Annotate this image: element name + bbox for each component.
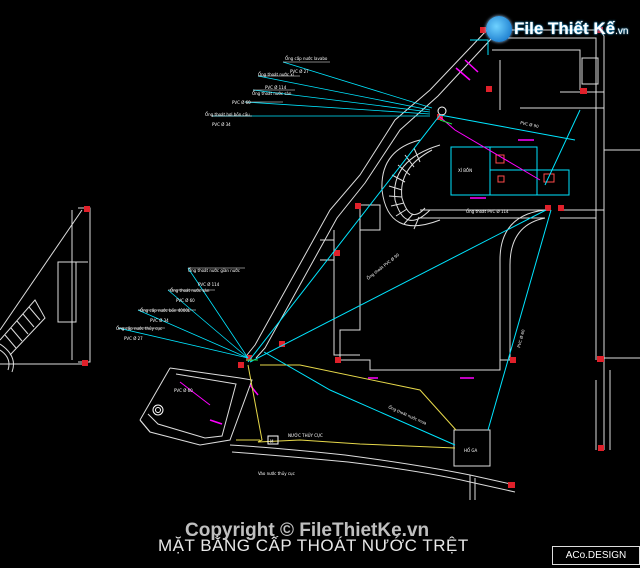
label-diag-1: Ống thoát PVC Ø 90 (366, 252, 401, 281)
label-diag-3: Ống thoát nước mưa (388, 404, 428, 426)
label-top-3: PVC Ø 114 (265, 85, 287, 90)
label-left-2: Ống thoát nước sàn (170, 288, 210, 293)
title-block: ACo.DESIGN (552, 546, 640, 565)
label-left-1: PVC Ø 114 (198, 282, 220, 287)
label-diag-4: PVC Ø 90 (520, 120, 540, 129)
copyright-watermark: Copyright © FileThietKe.vn (185, 520, 430, 541)
label-top-0: Ống cấp nước lavabo (285, 56, 328, 61)
label-left-3: PVC Ø 60 (176, 298, 195, 303)
logo-text-main: File Thiết Kế (514, 19, 616, 38)
label-water-meter: NƯỚC THỦY CỤC (288, 433, 323, 438)
logo-icon (486, 16, 512, 42)
label-left-6: Ống cấp nước thủy cục (116, 326, 162, 331)
structural-columns (82, 27, 604, 488)
label-top-1: PVC Ø 27 (290, 69, 309, 74)
label-top-6: Ống thoát hơi bồn cầu (205, 112, 250, 117)
room-label-wc: XÍ BỒN (458, 168, 472, 173)
label-diag-2: PVC Ø 60 (516, 328, 526, 348)
room-label-septic: HỐ GA (464, 448, 478, 453)
label-top-2: Ống thoát nước xí (258, 72, 295, 77)
building-walls (0, 29, 640, 500)
pipe-annotations-diagonal: Ống thoát PVC Ø 114 Ống thoát PVC Ø 90 P… (366, 120, 540, 426)
label-diag-0: Ống thoát PVC Ø 114 (466, 209, 509, 214)
water-meter-box (267, 435, 279, 445)
label-street-supply: Vào nước thủy cục (258, 471, 295, 476)
meter-box-label: M (270, 439, 274, 444)
label-left-5: PVC Ø 34 (150, 318, 169, 323)
label-left-0: Ống thoát nước giàn nước (188, 268, 240, 273)
pipe-annotations-top: Ống cấp nước lavabo PVC Ø 27 Ống thoát n… (205, 56, 328, 127)
label-left-4: Ống cấp nước bồn 4000L (140, 308, 191, 313)
label-tank-pvc: PVC Ø 60 (174, 388, 193, 393)
pipe-annotations-left: Ống thoát nước giàn nước PVC Ø 114 Ống t… (116, 268, 240, 341)
doors-windows (209, 59, 534, 425)
label-top-7: PVC Ø 34 (212, 122, 231, 127)
logo-text: File Thiết Kế.vn (514, 19, 628, 39)
drawing-title: MẶT BẰNG CẤP THOÁT NƯỚC TRỆT (158, 536, 469, 555)
water-pipes (117, 39, 581, 449)
wc-rooms (152, 106, 570, 416)
label-top-4: Ống thoát nước sàn (252, 91, 292, 96)
label-top-5: PVC Ø 60 (232, 100, 251, 105)
logo-text-ext: .vn (615, 26, 629, 37)
label-left-7: PVC Ø 27 (124, 336, 143, 341)
filethietke-logo: File Thiết Kế.vn (486, 16, 628, 42)
